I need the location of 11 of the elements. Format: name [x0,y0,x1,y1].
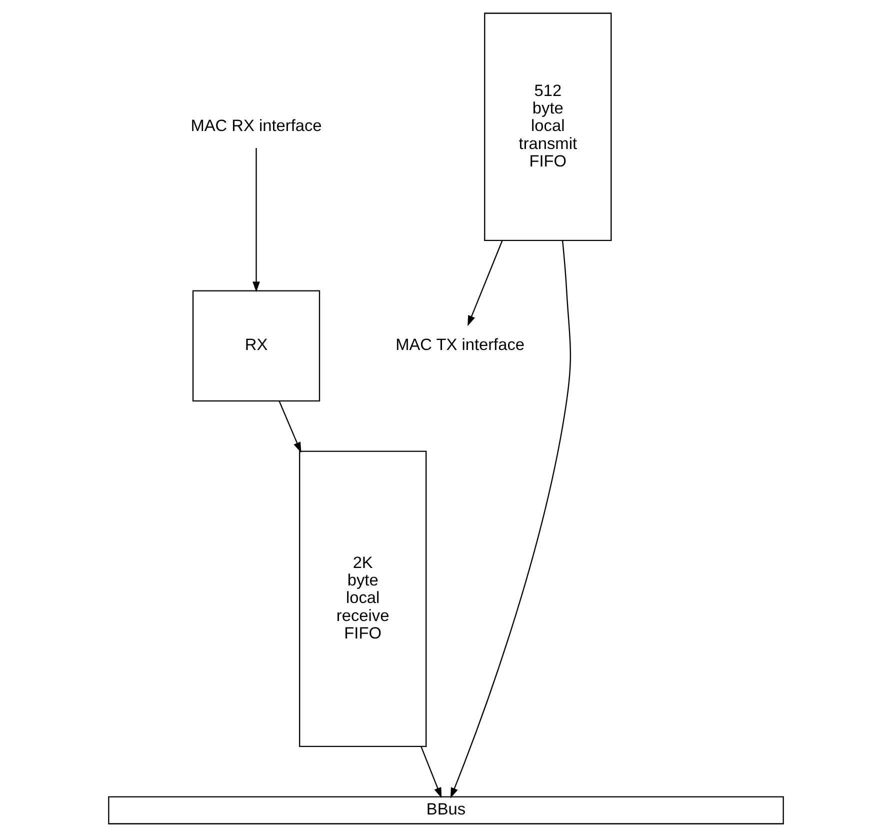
arrow [420,746,442,798]
arrow [278,400,301,453]
node-box: BBus [108,796,784,824]
arrow [252,148,260,292]
arrow [467,240,502,326]
node-box: 512 byte local transmit FIFO [484,12,612,242]
node-text: MAC TX interface [395,336,524,354]
node-box: RX [192,290,320,402]
node-box: 2K byte local receive FIFO [298,450,426,748]
node-text: MAC RX interface [190,117,322,136]
arrow [450,240,571,798]
